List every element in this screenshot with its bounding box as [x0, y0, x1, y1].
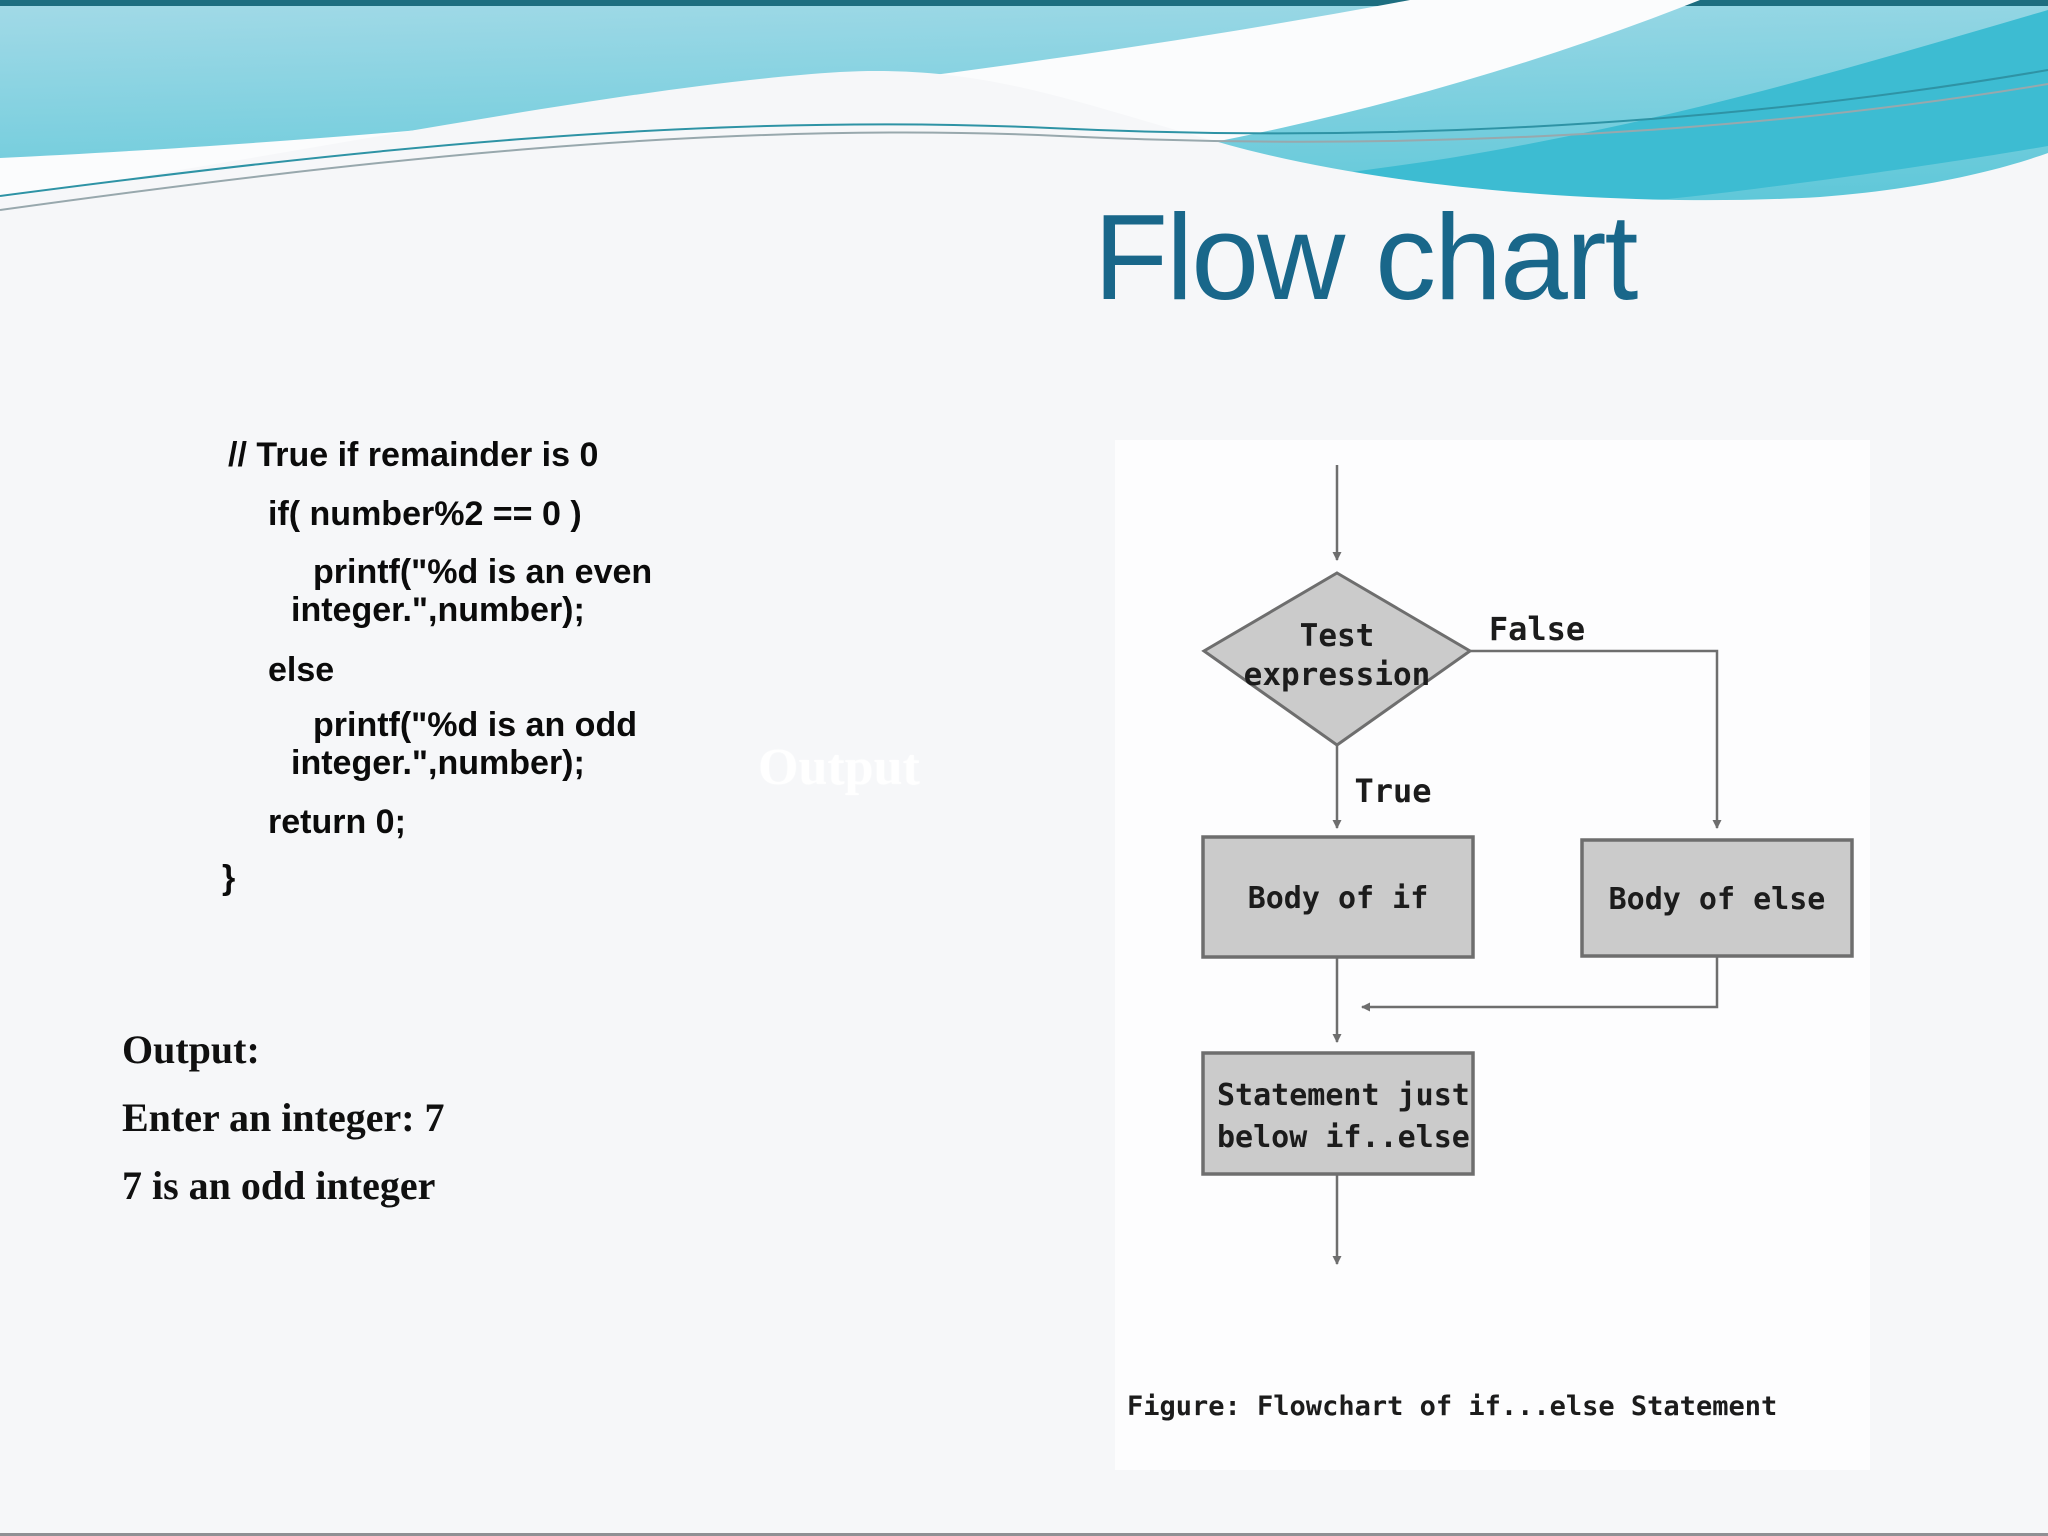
code-line-if: if( number%2 == 0 ) [268, 495, 582, 533]
header-bottom-white [0, 70, 2048, 300]
decision-diamond [1201, 571, 1473, 747]
decision-label-line2: expression [1244, 657, 1431, 693]
header-wave-decoration [0, 0, 2048, 300]
decision-label-line1: Test [1300, 618, 1375, 654]
code-line-else: else [268, 651, 335, 689]
output-line-1: Enter an integer: 7 [122, 1095, 445, 1140]
code-line-printf-even2: integer.",number); [291, 591, 585, 629]
statement-label-line2: below if..else [1217, 1120, 1470, 1155]
false-branch-label: False [1489, 610, 1585, 648]
statement-node [1201, 1051, 1475, 1176]
connector-else-join [1361, 956, 1719, 1012]
code-line-printf-odd2: integer.",number); [291, 744, 585, 782]
body-of-if-node [1201, 835, 1475, 959]
header-cyan-swoosh [750, 10, 2048, 227]
code-line-return: return 0; [268, 803, 406, 841]
statement-label-line1: Statement just [1217, 1078, 1470, 1113]
code-line-printf-odd: printf("%d is an odd [313, 706, 637, 744]
body-of-if-label: Body of if [1248, 881, 1429, 916]
code-line-comment: // True if remainder is 0 [228, 436, 599, 474]
figure-caption: Figure: Flowchart of if...else Statement [1127, 1391, 1777, 1422]
true-branch-label: True [1354, 772, 1431, 810]
header-top-strip [0, 0, 2048, 6]
connector-false-branch [1470, 649, 1722, 829]
body-of-else-label: Body of else [1609, 882, 1826, 917]
header-thin-line-teal [0, 69, 2048, 197]
output-heading: Output: [122, 1027, 260, 1072]
flowchart-svg: Test expression False True Body of if Bo… [1127, 465, 1854, 1422]
ghost-watermark: Output [758, 739, 920, 796]
page-title: Flow chart [1093, 189, 1639, 325]
flowchart-figure: Test expression False True Body of if Bo… [1115, 440, 1870, 1470]
output-line-2: 7 is an odd integer [122, 1163, 436, 1208]
header-thin-line-gray [0, 83, 2048, 211]
code-line-printf-even: printf("%d is an even [313, 553, 653, 591]
slide-bottom-edge [0, 1533, 2048, 1536]
code-line-brace: } [222, 859, 236, 897]
body-of-else-node [1580, 838, 1854, 958]
